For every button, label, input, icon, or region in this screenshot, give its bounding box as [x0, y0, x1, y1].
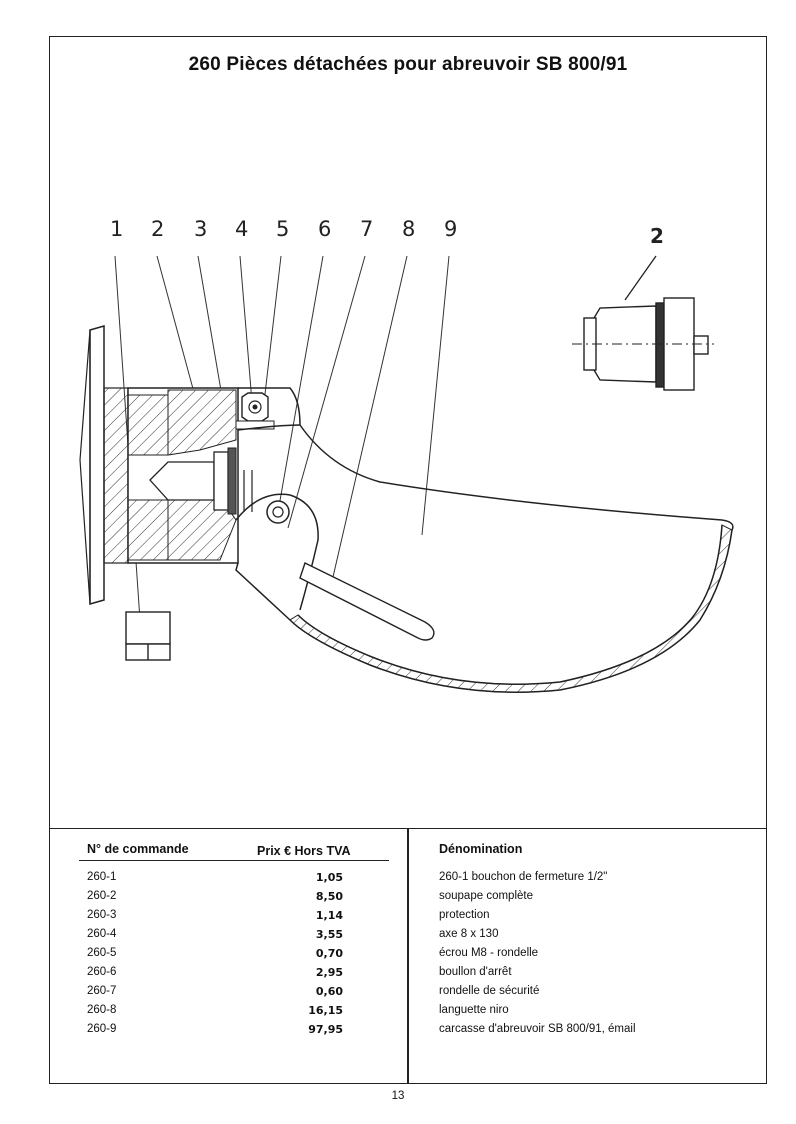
page-number: 13 [391, 1090, 405, 1102]
price: 0,70 [315, 947, 343, 960]
header-rule-left [79, 860, 389, 861]
description: protection [439, 909, 490, 921]
description: écrou M8 - rondelle [439, 947, 539, 959]
table-row: 260-6 2,95 boullon d'arrêt [49, 966, 767, 985]
header-order-no: N° de commande [87, 842, 189, 856]
order-no: 260-8 [87, 1004, 117, 1016]
price: 97,95 [308, 1023, 343, 1036]
order-no: 260-7 [87, 985, 117, 997]
description: languette niro [439, 1004, 509, 1016]
order-no: 260-5 [87, 947, 117, 959]
detail-label: 2 [650, 224, 664, 248]
pivot-bolt [243, 470, 290, 524]
callout-4: 4 [235, 217, 248, 241]
price: 2,95 [315, 966, 343, 979]
valve-detail [572, 297, 714, 391]
description: carcasse d'abreuvoir SB 800/91, émail [439, 1023, 636, 1035]
table-row: 260-7 0,60 rondelle de sécurité [49, 985, 767, 1004]
mounting-plate [79, 325, 129, 605]
table-row: 260-5 0,70 écrou M8 - rondelle [49, 947, 767, 966]
price: 3,55 [315, 928, 343, 941]
callout-2: 2 [151, 217, 164, 241]
description: boullon d'arrêt [439, 966, 512, 978]
tongue-lever [299, 562, 435, 641]
table-row: 260-1 1,05 260-1 bouchon de fermeture 1/… [49, 871, 767, 890]
order-no: 260-3 [87, 909, 117, 921]
order-no: 260-9 [87, 1023, 117, 1035]
valve-body [127, 387, 239, 564]
price: 8,50 [315, 890, 343, 903]
table-row: 260-2 8,50 soupape complète [49, 890, 767, 909]
table-row: 260-9 97,95 carcasse d'abreuvoir SB 800/… [49, 1023, 767, 1042]
callout-5: 5 [276, 217, 289, 241]
exploded-view-drawing: 1 2 3 4 5 6 7 8 9 [79, 217, 734, 693]
closure-plug [125, 611, 171, 661]
callout-3: 3 [194, 217, 207, 241]
trough-rim-hatch [289, 524, 733, 693]
callout-6: 6 [318, 217, 331, 241]
table-row: 260-3 1,14 protection [49, 909, 767, 928]
price: 1,14 [315, 909, 343, 922]
order-no: 260-6 [87, 966, 117, 978]
order-no: 260-2 [87, 890, 117, 902]
callout-labels: 1 2 3 4 5 6 7 8 9 [110, 217, 457, 241]
price: 1,05 [315, 871, 343, 884]
description: 260-1 bouchon de fermeture 1/2" [439, 871, 608, 883]
leader-lines [114, 255, 450, 621]
callout-7: 7 [360, 217, 373, 241]
callout-8: 8 [402, 217, 415, 241]
table-row: 260-4 3,55 axe 8 x 130 [49, 928, 767, 947]
table-row: 260-8 16,15 languette niro [49, 1004, 767, 1023]
description: rondelle de sécurité [439, 985, 540, 997]
table-column-divider [407, 828, 409, 1084]
price: 0,60 [315, 985, 343, 998]
parts-table: N° de commande Prix € Hors TVA Dénominat… [49, 828, 767, 1084]
description: axe 8 x 130 [439, 928, 499, 940]
header-description: Dénomination [439, 842, 523, 856]
order-no: 260-4 [87, 928, 117, 940]
description: soupape complète [439, 890, 533, 902]
header-price: Prix € Hors TVA [257, 844, 351, 858]
detail-leader [624, 255, 657, 301]
price: 16,15 [308, 1004, 343, 1017]
callout-9: 9 [444, 217, 457, 241]
order-no: 260-1 [87, 871, 117, 883]
page-title: 260 Pièces détachées pour abreuvoir SB 8… [188, 54, 628, 75]
callout-1: 1 [110, 217, 123, 241]
nut-washer [235, 392, 275, 430]
